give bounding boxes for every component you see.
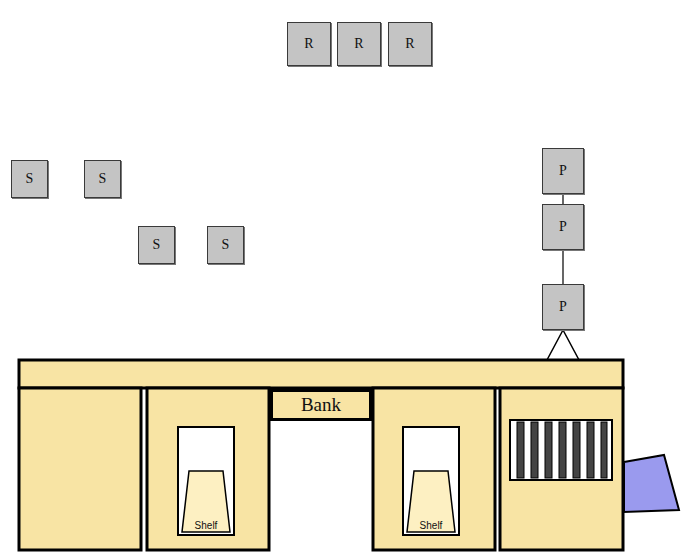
bank-sign: Bank — [270, 389, 372, 421]
node-label: P — [559, 219, 567, 235]
node-label: Shelf — [195, 520, 218, 531]
window — [403, 427, 459, 535]
node-label: R — [354, 36, 363, 52]
r-box: R — [287, 22, 331, 66]
s-box: S — [138, 226, 175, 264]
node-label: Bank — [301, 394, 341, 416]
s-box: S — [207, 226, 244, 264]
wall-section — [19, 388, 141, 550]
node-label: S — [99, 171, 107, 187]
r-box: R — [388, 22, 432, 66]
p-box: P — [542, 148, 584, 194]
roof-band — [19, 360, 623, 388]
support-triangle — [547, 330, 579, 360]
connector-line — [562, 250, 563, 284]
node-label: Shelf — [420, 520, 443, 531]
node-label: P — [559, 299, 567, 315]
p-box: P — [542, 284, 584, 330]
wall-section — [373, 388, 495, 550]
window — [178, 427, 234, 535]
node-label: S — [26, 171, 34, 187]
wall-section — [147, 388, 269, 550]
ramp — [624, 455, 679, 512]
node-label: P — [559, 163, 567, 179]
s-box: S — [11, 160, 48, 198]
node-label: R — [304, 36, 313, 52]
connector-line — [562, 194, 563, 204]
p-box: P — [542, 204, 584, 250]
node-label: S — [222, 237, 230, 253]
s-box: S — [84, 160, 121, 198]
node-label: S — [153, 237, 161, 253]
shelf: Shelf — [406, 470, 456, 533]
wall-section — [500, 388, 623, 550]
shelf: Shelf — [181, 470, 231, 533]
barred-window — [510, 420, 612, 480]
node-label: R — [405, 36, 414, 52]
window-bars — [517, 422, 607, 478]
r-box: R — [337, 22, 381, 66]
